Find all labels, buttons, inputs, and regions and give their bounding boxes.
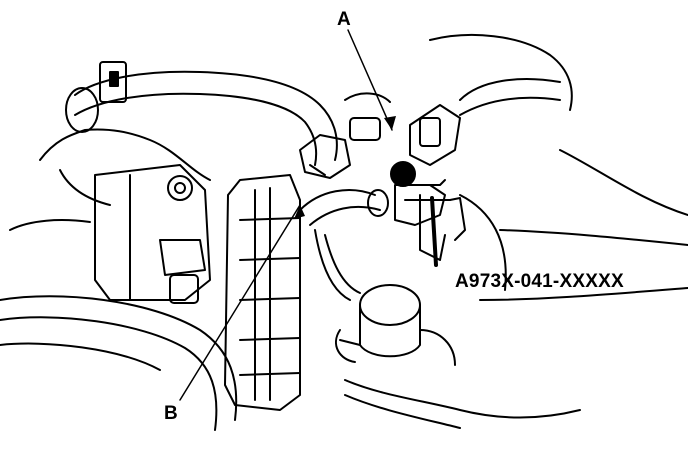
leader-line-b — [179, 204, 301, 401]
hose-fitting-a — [299, 92, 391, 179]
arrowhead-b — [294, 205, 305, 219]
intake-flange — [0, 295, 238, 431]
hose-clamp-left — [99, 61, 127, 103]
arrowhead-a — [384, 116, 396, 130]
right-hose — [344, 149, 688, 429]
vacuum-hose — [299, 189, 389, 301]
purge-valve — [390, 161, 466, 267]
upper-hose — [65, 61, 338, 166]
leader-line-a — [347, 29, 393, 131]
hose-end-left — [65, 87, 99, 133]
callout-label-b: B — [164, 403, 178, 424]
throttle-body — [94, 164, 211, 304]
lower-valve — [335, 284, 456, 366]
leader-lines — [179, 29, 393, 401]
electrical-connector — [409, 34, 573, 166]
engine-outline — [9, 128, 211, 231]
callout-label-a: A — [337, 9, 351, 30]
control-module — [224, 174, 301, 411]
figure-part-code: A973X-041-XXXXX — [455, 271, 624, 292]
leader-arrowheads — [294, 116, 396, 219]
